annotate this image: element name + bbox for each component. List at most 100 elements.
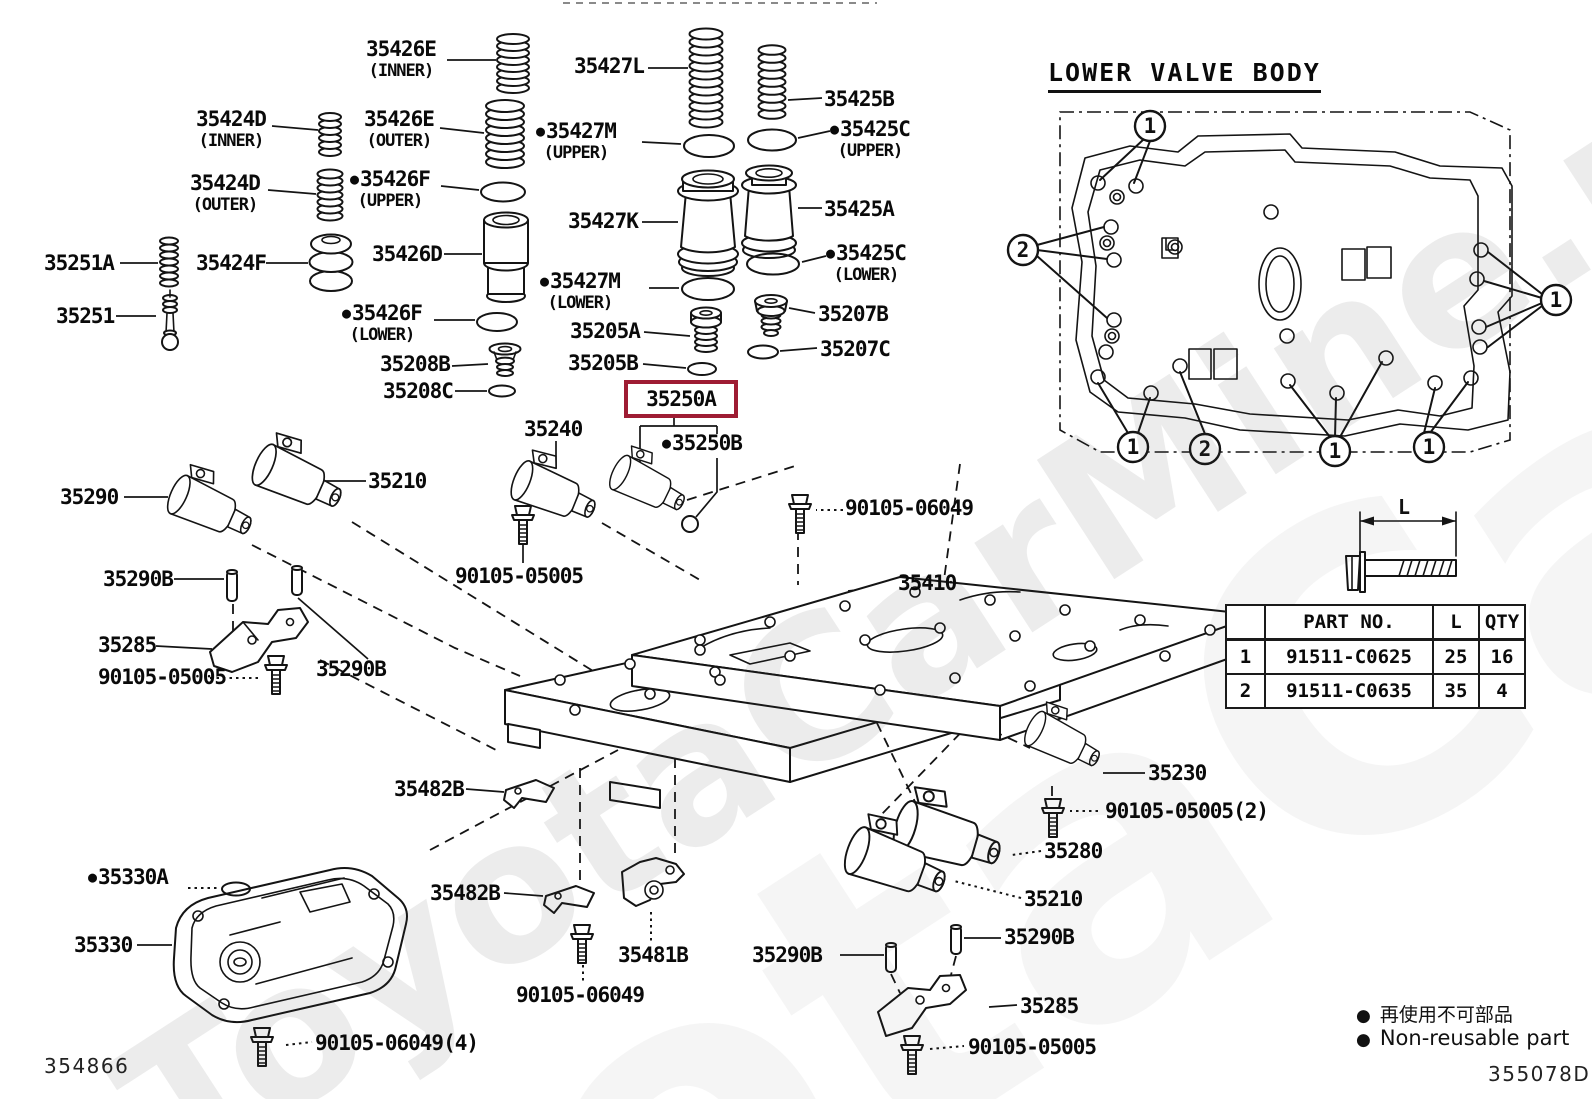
part-label-35251: 35251: [56, 304, 115, 328]
part-label-90105-05005-2: 90105-05005: [98, 665, 227, 689]
part-label-35426e-outer: 35426E(OUTER): [364, 107, 435, 151]
svg-text:2: 2: [1199, 437, 1212, 461]
svg-text:1: 1: [1550, 288, 1563, 312]
plan-callout-leaders: [1036, 138, 1543, 438]
oring-35208c: [488, 384, 516, 398]
bolt-90105-06049-2: [570, 924, 594, 964]
non-reusable-dot: ●: [1356, 1030, 1371, 1050]
non-reusable-dot: ●: [342, 304, 351, 322]
table-cell-part-no: 91511-C0625: [1264, 638, 1434, 675]
part-label-35427m-lower: ●35427M (LOWER): [540, 269, 621, 313]
oring-35425c-lower: [746, 252, 800, 276]
oring-35330a: [221, 881, 251, 897]
part-label-35426d: 35426D: [372, 242, 443, 266]
part-label-90105-06049-1: 90105-06049: [845, 496, 974, 520]
table-header-qty: QTY: [1478, 604, 1526, 641]
part-label-35250b: ●35250B: [662, 431, 743, 455]
part-label-90105-06049-2: 90105-06049: [516, 983, 645, 1007]
part-label-35482b-1: 35482B: [394, 777, 465, 801]
plan-bolt-holes: [1090, 175, 1489, 401]
oring-35207c: [747, 344, 779, 360]
part-label-35210-2: 35210: [1024, 887, 1083, 911]
pin-35290b-3: [885, 942, 897, 973]
part-label-35208c: 35208C: [383, 379, 454, 403]
figure-code-right: 355078D: [1488, 1062, 1591, 1086]
table-cell-ref: 2: [1225, 673, 1266, 709]
part-label-35425b: 35425B: [824, 87, 895, 111]
svg-text:2: 2: [1017, 238, 1030, 262]
part-label-35425a: 35425A: [824, 197, 895, 221]
callout-1-bottom-b: 1: [1318, 434, 1352, 468]
part-label-35280: 35280: [1044, 839, 1103, 863]
highlight-box-35250a: 35250A: [624, 380, 738, 418]
bracket-35482b-1: [503, 779, 555, 809]
part-label-35285-1: 35285: [98, 633, 157, 657]
svg-text:1: 1: [1144, 114, 1157, 138]
piston-35427k: [677, 169, 739, 277]
part-label-35208b: 35208B: [380, 352, 451, 376]
bracket-35285-1: [209, 607, 309, 673]
non-reusable-dot: ●: [830, 120, 839, 138]
bolt-90105-05005-2: [264, 655, 288, 695]
oring-35426f-lower: [476, 312, 518, 332]
callout-1-right: 1: [1539, 283, 1573, 317]
oring-35427m-upper: [683, 134, 735, 158]
part-label-35427k: 35427K: [568, 209, 639, 233]
callout-2-bottom: 2: [1188, 432, 1222, 466]
bolt-90105-05005-1: [511, 505, 535, 545]
part-label-35205a: 35205A: [570, 319, 641, 343]
legend-non-reusable-en: ●Non-reusable part: [1356, 1026, 1570, 1050]
part-label-35290: 35290: [60, 485, 119, 509]
part-label-35427l: 35427L: [574, 54, 645, 78]
spring-35426e-outer: [485, 99, 525, 169]
figure-code-left: 354866: [44, 1054, 130, 1078]
piston-35425a: [741, 164, 797, 259]
cap-35207b: [754, 294, 788, 337]
oring-35425c-upper: [747, 128, 797, 152]
part-label-90105-06049-4: 90105-06049(4): [315, 1031, 479, 1055]
part-label-35290b-1: 35290B: [103, 567, 174, 591]
pin-35251: [161, 289, 179, 351]
part-label-35205b: 35205B: [568, 351, 639, 375]
retainer-35426d: [483, 211, 529, 303]
non-reusable-dot: ●: [88, 868, 97, 886]
part-label-35210-1: 35210: [368, 469, 427, 493]
spring-35424d-outer: [316, 168, 344, 222]
lower-valve-body-plan: 1 2 1 1 2 1 1: [1006, 109, 1573, 468]
non-reusable-dot: ●: [826, 244, 835, 262]
callout-1-bottom-a: 1: [1116, 430, 1150, 464]
spring-35425b: [757, 44, 787, 120]
cap-35205a: [690, 306, 722, 353]
part-label-35424d-outer: 35424D(OUTER): [190, 171, 261, 215]
part-label-35330: 35330: [74, 933, 133, 957]
table-cell-ref: 1: [1225, 638, 1266, 675]
part-label-35482b-2: 35482B: [430, 881, 501, 905]
oring-35205b: [687, 362, 717, 376]
part-label-35426f-upper: ●35426F (UPPER): [350, 167, 431, 211]
table-row: 2 91511-C0635 35 4: [1225, 673, 1526, 709]
part-label-90105-05005-1: 90105-05005: [455, 564, 584, 588]
pin-35290b-1: [226, 569, 238, 602]
legend-non-reusable-jp: ●再使用不可部品: [1356, 1004, 1513, 1026]
part-label-35290b-2: 35290B: [316, 657, 387, 681]
part-label-90105-05005-x2: 90105-05005(2): [1105, 799, 1269, 823]
part-label-90105-05005-3: 90105-05005: [968, 1035, 1097, 1059]
oring-35427m-lower: [681, 277, 735, 301]
svg-text:L: L: [1398, 495, 1410, 519]
bolt-90105-06049-4: [250, 1027, 274, 1067]
part-label-35285-2: 35285: [1020, 994, 1079, 1018]
part-label-35290b-3: 35290B: [752, 943, 823, 967]
table-cell-l: 25: [1432, 638, 1480, 675]
table-cell-l: 35: [1432, 673, 1480, 709]
grommet-35424f: [308, 233, 354, 292]
non-reusable-dot: ●: [350, 170, 359, 188]
table-header-l: L: [1432, 604, 1480, 641]
oring-35426f-upper: [480, 181, 526, 203]
part-label-35250a: 35250A: [646, 387, 717, 411]
callout-1-bottom-c: 1: [1412, 430, 1446, 464]
callout-2-left: 2: [1006, 233, 1040, 267]
table-row: 1 91511-C0625 25 16: [1225, 638, 1526, 675]
spring-35427l: [688, 27, 724, 129]
